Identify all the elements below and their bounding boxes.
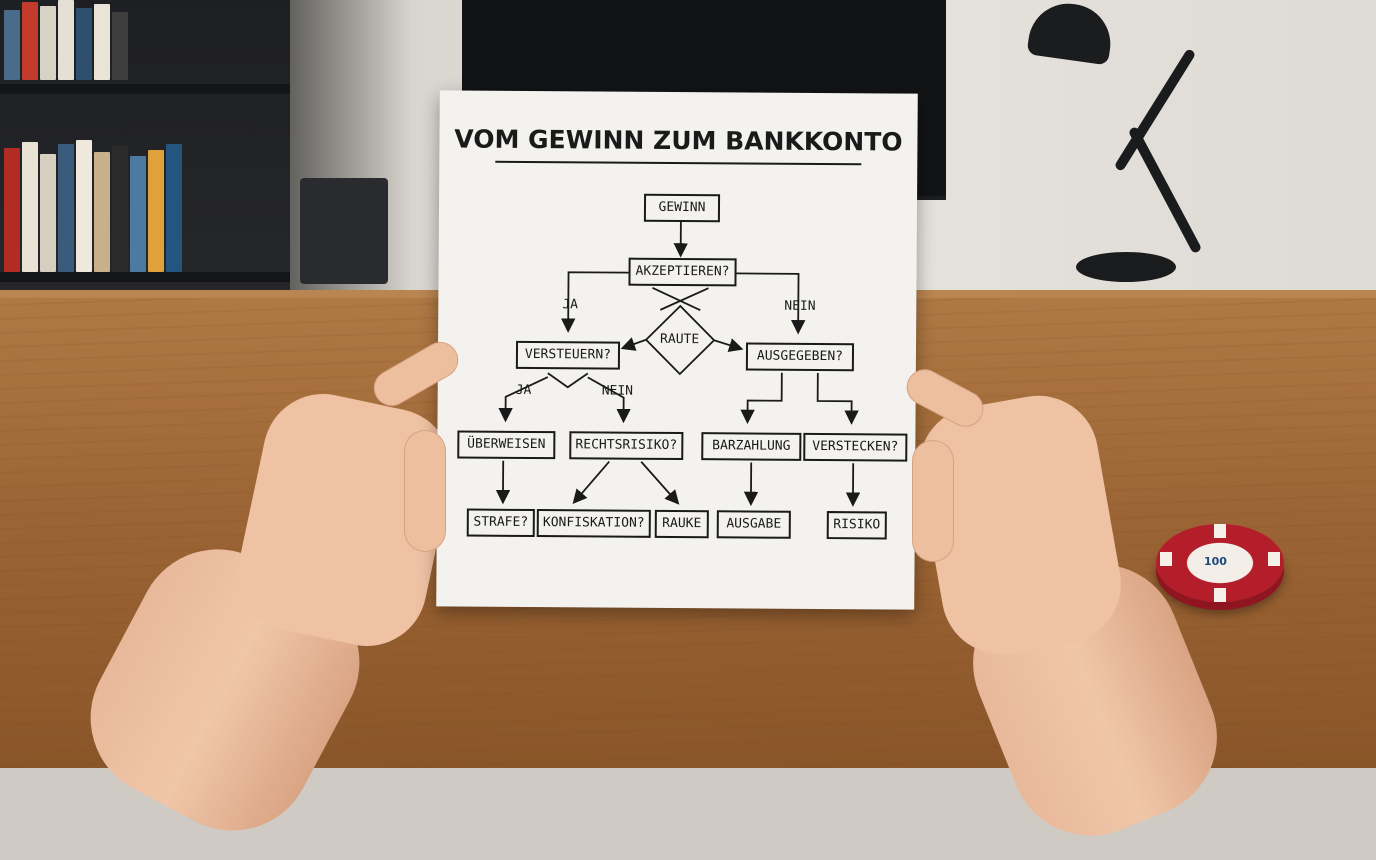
left-finger bbox=[404, 430, 446, 552]
node-gewinn: GEWINN bbox=[644, 194, 720, 223]
flowchart-paper: VOM GEWINN ZUM BANKKONTO bbox=[436, 90, 918, 609]
node-barzahlung: BARZAHLUNG bbox=[701, 432, 801, 461]
book-row bbox=[4, 0, 204, 80]
chip-stripe bbox=[1160, 552, 1172, 566]
node-ausgabe: AUSGABE bbox=[717, 510, 791, 539]
edge-rechtsrisiko-rauke bbox=[641, 462, 677, 502]
edge-label-nein: NEIN bbox=[602, 383, 633, 398]
edge-label-ja: JA bbox=[516, 383, 532, 398]
node-strafe: STRAFE? bbox=[467, 509, 535, 537]
node-versteuern: VERSTEUERN? bbox=[516, 341, 620, 370]
edge-rechtsrisiko-konfiskation bbox=[575, 461, 609, 501]
speaker bbox=[300, 178, 388, 284]
node-ausgegeben: AUSGEGEBEN? bbox=[746, 342, 854, 371]
node-akzeptieren: AKZEPTIEREN? bbox=[628, 258, 736, 287]
node-rechtsrisiko: RECHTSRISIKO? bbox=[569, 431, 683, 460]
right-finger bbox=[912, 440, 954, 562]
shelf-board bbox=[0, 84, 290, 94]
edge-ausgegeben-barzahlung bbox=[748, 372, 782, 420]
node-ueberweisen: ÜBERWEISEN bbox=[457, 430, 555, 459]
node-konfiskation: KONFISKATION? bbox=[537, 509, 651, 538]
edge-raute-versteuern bbox=[624, 340, 646, 348]
edge-raute-ausgegeben bbox=[714, 340, 740, 348]
shelf-board bbox=[0, 272, 290, 282]
book-row bbox=[4, 140, 214, 272]
desk-lamp-base bbox=[1076, 252, 1176, 282]
versteuern-notch bbox=[548, 373, 588, 387]
node-raute: RAUTE bbox=[660, 332, 699, 347]
node-verstecken: VERSTECKEN? bbox=[803, 433, 907, 462]
edge-cross bbox=[652, 288, 700, 310]
edge-cross bbox=[660, 288, 708, 310]
node-rauke: RAUKE bbox=[655, 510, 709, 538]
bookshelf bbox=[0, 0, 290, 300]
chip-label: 100 bbox=[1204, 555, 1227, 568]
chip-stripe bbox=[1214, 524, 1226, 538]
chip-stripe bbox=[1214, 588, 1226, 602]
edge-label-nein: NEIN bbox=[784, 299, 815, 314]
node-risiko: RISIKO bbox=[827, 511, 887, 539]
chip-stripe bbox=[1268, 552, 1280, 566]
edge-label-ja: JA bbox=[562, 297, 578, 312]
edge-ausgegeben-verstecken bbox=[818, 373, 852, 421]
